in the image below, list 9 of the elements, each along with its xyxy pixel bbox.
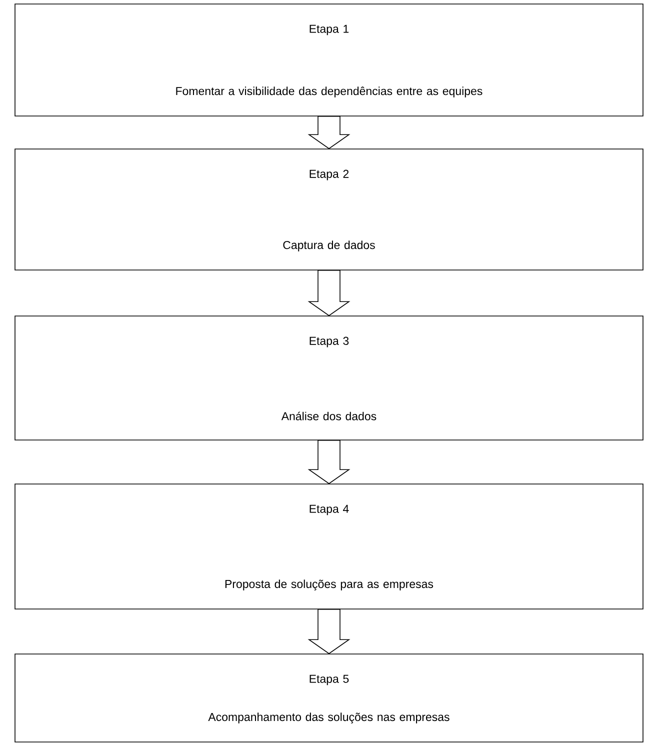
process-box: Etapa 4 Proposta de soluções para as empresas bbox=[14, 484, 644, 610]
process-box: Etapa 1 Fomentar a visibilidade das dependências entre as equipes bbox=[14, 4, 644, 116]
block-arrow bbox=[308, 116, 350, 150]
block-arrow bbox=[308, 270, 350, 316]
block-arrow bbox=[308, 440, 350, 484]
process-box: Etapa 5 Acompanhamento das soluções nas empresas bbox=[14, 654, 644, 742]
block-arrow bbox=[308, 609, 350, 654]
process-box: Etapa 2 Captura de dados bbox=[14, 148, 644, 270]
process-box: Etapa 3 Análise dos dados bbox=[14, 316, 644, 440]
